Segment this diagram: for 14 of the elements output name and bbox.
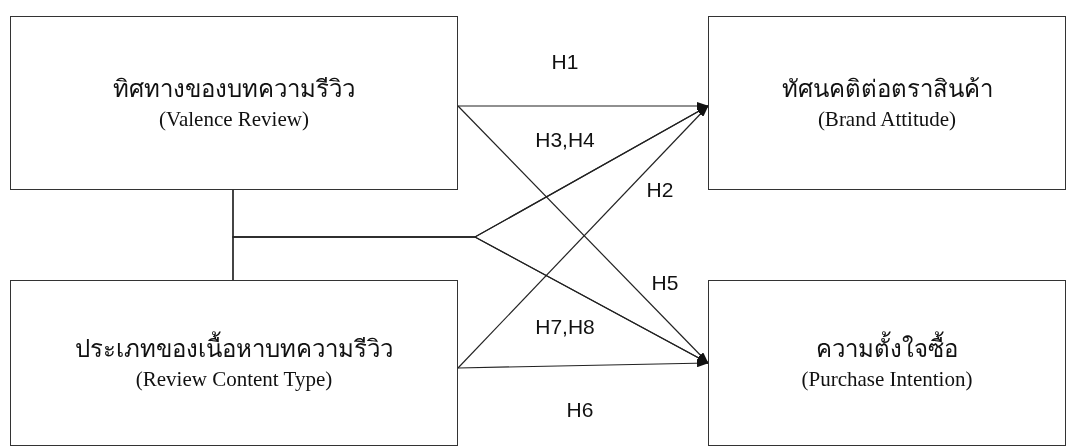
- concept-title: ความตั้งใจซื้อ: [816, 333, 958, 365]
- concept-subtitle: (Brand Attitude): [817, 106, 957, 133]
- arrow: [457, 359, 709, 369]
- concept-subtitle: (Review Content Type): [135, 366, 333, 393]
- concept-box: [708, 280, 1066, 446]
- arrow: [457, 102, 709, 110]
- concept-box: [10, 280, 458, 446]
- concept-title: ประเภทของเนื้อหาบทความรีวิว: [75, 333, 393, 365]
- concept-box: [708, 16, 1066, 190]
- concept-title: ทิศทางของบทความรีวิว: [113, 75, 355, 104]
- concept-box: [10, 16, 458, 190]
- concept-subtitle: (Valence Review): [159, 106, 309, 133]
- concept-subtitle: (Purchase Intention): [801, 366, 973, 393]
- concept-title: ทัศนคติต่อตราสินค้า: [781, 75, 993, 104]
